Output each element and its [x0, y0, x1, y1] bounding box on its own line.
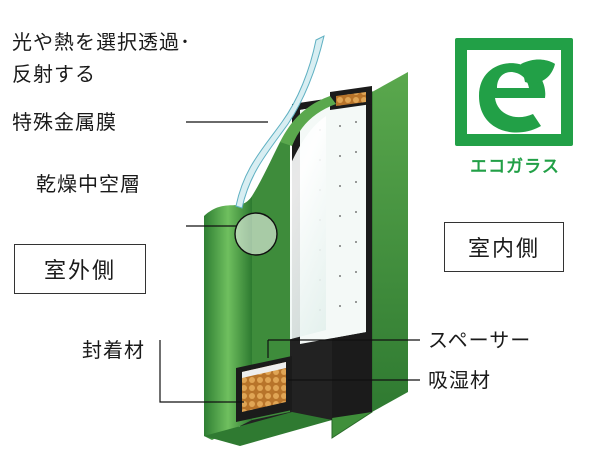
sealant-label: 封着材 — [82, 338, 145, 362]
bottom-spacer — [236, 356, 292, 422]
metal-film-label-line2: 反射する — [12, 62, 96, 86]
desiccant-label: 吸湿材 — [428, 368, 491, 392]
eco-glass-logo-text: エコガラス — [470, 157, 560, 177]
indoor-side-box: 室内側 — [444, 222, 564, 272]
outdoor-side-box: 室外側 — [14, 244, 146, 294]
metal-film-sheet — [235, 35, 325, 209]
eco-glass-leaf-e-icon — [455, 38, 573, 146]
top-spacer — [330, 86, 372, 110]
leader-lines — [159, 121, 420, 403]
metal-film-label-line3: 特殊金属膜 — [12, 110, 117, 134]
air-layer-circle — [234, 212, 278, 256]
air-layer-label: 乾燥中空層 — [36, 172, 141, 196]
metal-film-label-line1: 光や熱を選択透過･ — [12, 30, 191, 54]
spacer-label: スペーサー — [428, 328, 532, 352]
